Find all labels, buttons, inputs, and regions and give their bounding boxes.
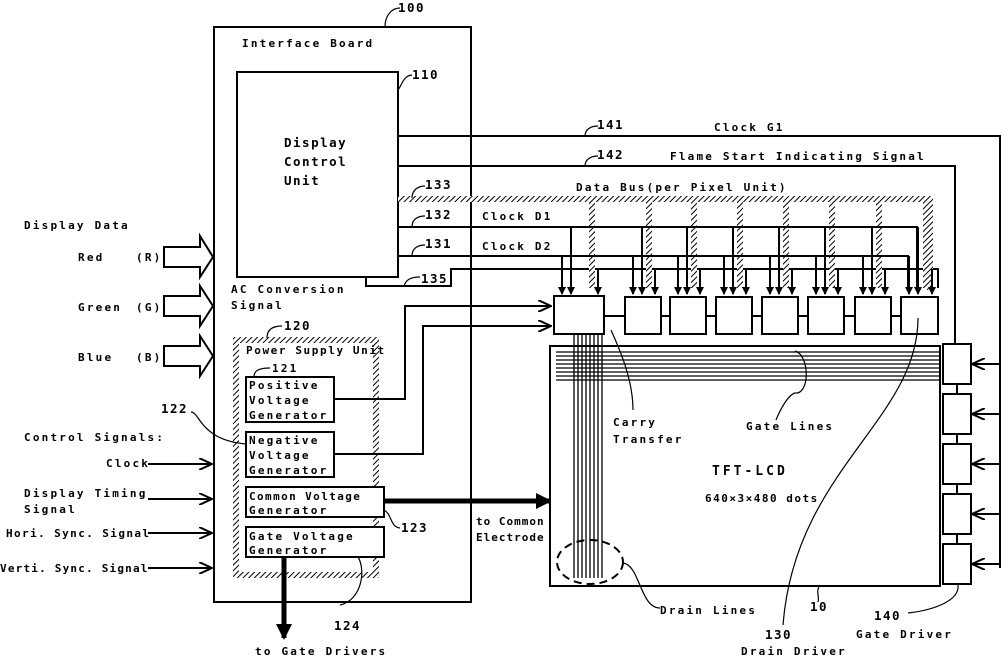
ac-label-1: AC Conversion [231,283,346,296]
neg-gen-label-2: Voltage [249,449,311,462]
drain-driver [808,297,844,334]
gate-driver [943,344,971,384]
green-arrow-icon [164,286,213,326]
ref-130: 130 [765,627,792,642]
timing-label-2: Signal [24,503,77,516]
data-bus-label: Data Bus(per Pixel Unit) [576,181,788,194]
ref-131: 131 [425,236,452,251]
input-red: Red (R) [78,236,213,277]
gate-gen-label-2: Generator [249,544,328,557]
to-common-label-1: to Common [476,515,545,528]
blue-code: (B) [136,351,162,364]
to-gate-drivers-label: to Gate Drivers [255,645,387,657]
clock-g1-label: Clock G1 [714,121,785,134]
ref-135: 135 [421,271,448,286]
vsync-label: Verti. Sync. Signal [0,562,149,575]
drain-driver [762,297,798,334]
gate-lines-label: Gate Lines [746,420,834,433]
green-label: Green [78,301,122,314]
blue-arrow-icon [164,336,213,376]
dcu-label-2: Control [284,154,347,169]
neg-gen-label-1: Negative [249,434,320,447]
pos-gen-label-2: Voltage [249,394,311,407]
to-common-label-2: Electrode [476,531,545,544]
tft-lcd-panel: Drain Lines Gate Lines Carry Transfer TF… [550,330,940,617]
control-signal-inputs: Control Signals: Clock Display Timing Si… [0,431,212,575]
drain-driver [554,296,604,334]
signal-clock-d1: 132 Clock D1 [398,207,917,288]
clock-input-label: Clock [106,457,150,470]
green-code: (G) [136,301,162,314]
ref-142: 142 [597,147,624,162]
carry-transfer-label-1: Carry [613,416,657,429]
ref-140: 140 [874,608,901,623]
blue-label: Blue [78,351,113,364]
clock-d2-label: Clock D2 [482,240,553,253]
input-green: Green (G) [78,286,213,326]
neg-gen-label-3: Generator [249,464,328,477]
input-blue: Blue (B) [78,336,213,376]
flame-start-label: Flame Start Indicating Signal [670,150,926,163]
ac-label-2: Signal [231,299,284,312]
com-gen-label-1: Common Voltage [249,490,361,503]
ref-100: 100 [398,0,425,15]
display-data-heading: Display Data [24,219,130,232]
timing-label-1: Display Timing [24,487,148,500]
gate-driver-label: Gate Driver [856,628,953,641]
gate-driver-leader [908,585,958,613]
drain-lines-label: Drain Lines [660,604,757,617]
drain-driver [716,297,752,334]
gate-driver [943,494,971,534]
dcu-label-3: Unit [284,173,320,188]
psu-label: Power Supply Unit [246,344,386,357]
drain-driver [625,297,661,334]
hsync-label: Hori. Sync. Signal [6,527,150,540]
control-signals-heading: Control Signals: [24,431,165,444]
ref-122: 122 [161,401,188,416]
gate-drivers [943,344,1000,584]
red-label: Red [78,251,104,264]
drain-drivers [554,296,938,334]
gate-driver [943,444,971,484]
drain-driver [670,297,706,334]
red-code: (R) [136,251,162,264]
ref-121: 121 [272,362,298,375]
panel-title: TFT-LCD [712,464,788,479]
display-data-inputs: Display Data Red (R) Green (G) Blue (B) [24,219,213,376]
ref-124: 124 [334,618,361,633]
ref-110: 110 [412,67,439,82]
carry-transfer-label-2: Transfer [613,433,684,446]
ref-133: 133 [425,177,452,192]
drain-driver-label: Drain Driver [741,645,847,657]
ref-10: 10 [810,599,828,614]
clock-d1-label: Clock D1 [482,210,553,223]
gate-gen-label-1: Gate Voltage [249,530,355,543]
pos-gen-label-1: Positive [249,379,320,392]
gate-driver [943,544,971,584]
ref-123: 123 [401,520,428,535]
pos-gen-label-3: Generator [249,409,328,422]
gate-driver [943,394,971,434]
ref-132: 132 [425,207,452,222]
ref-141: 141 [597,117,624,132]
red-arrow-icon [164,236,213,277]
drain-driver [855,297,891,334]
signal-data-bus: 133 Data Bus(per Pixel Unit) [398,177,930,290]
drain-driver [901,297,938,334]
ref-120: 120 [284,318,311,333]
panel-resolution: 640×3×480 dots [705,492,819,505]
dcu-label-1: Display [284,135,347,150]
interface-board-label: Interface Board [242,37,374,50]
com-gen-label-2: Generator [249,504,328,517]
